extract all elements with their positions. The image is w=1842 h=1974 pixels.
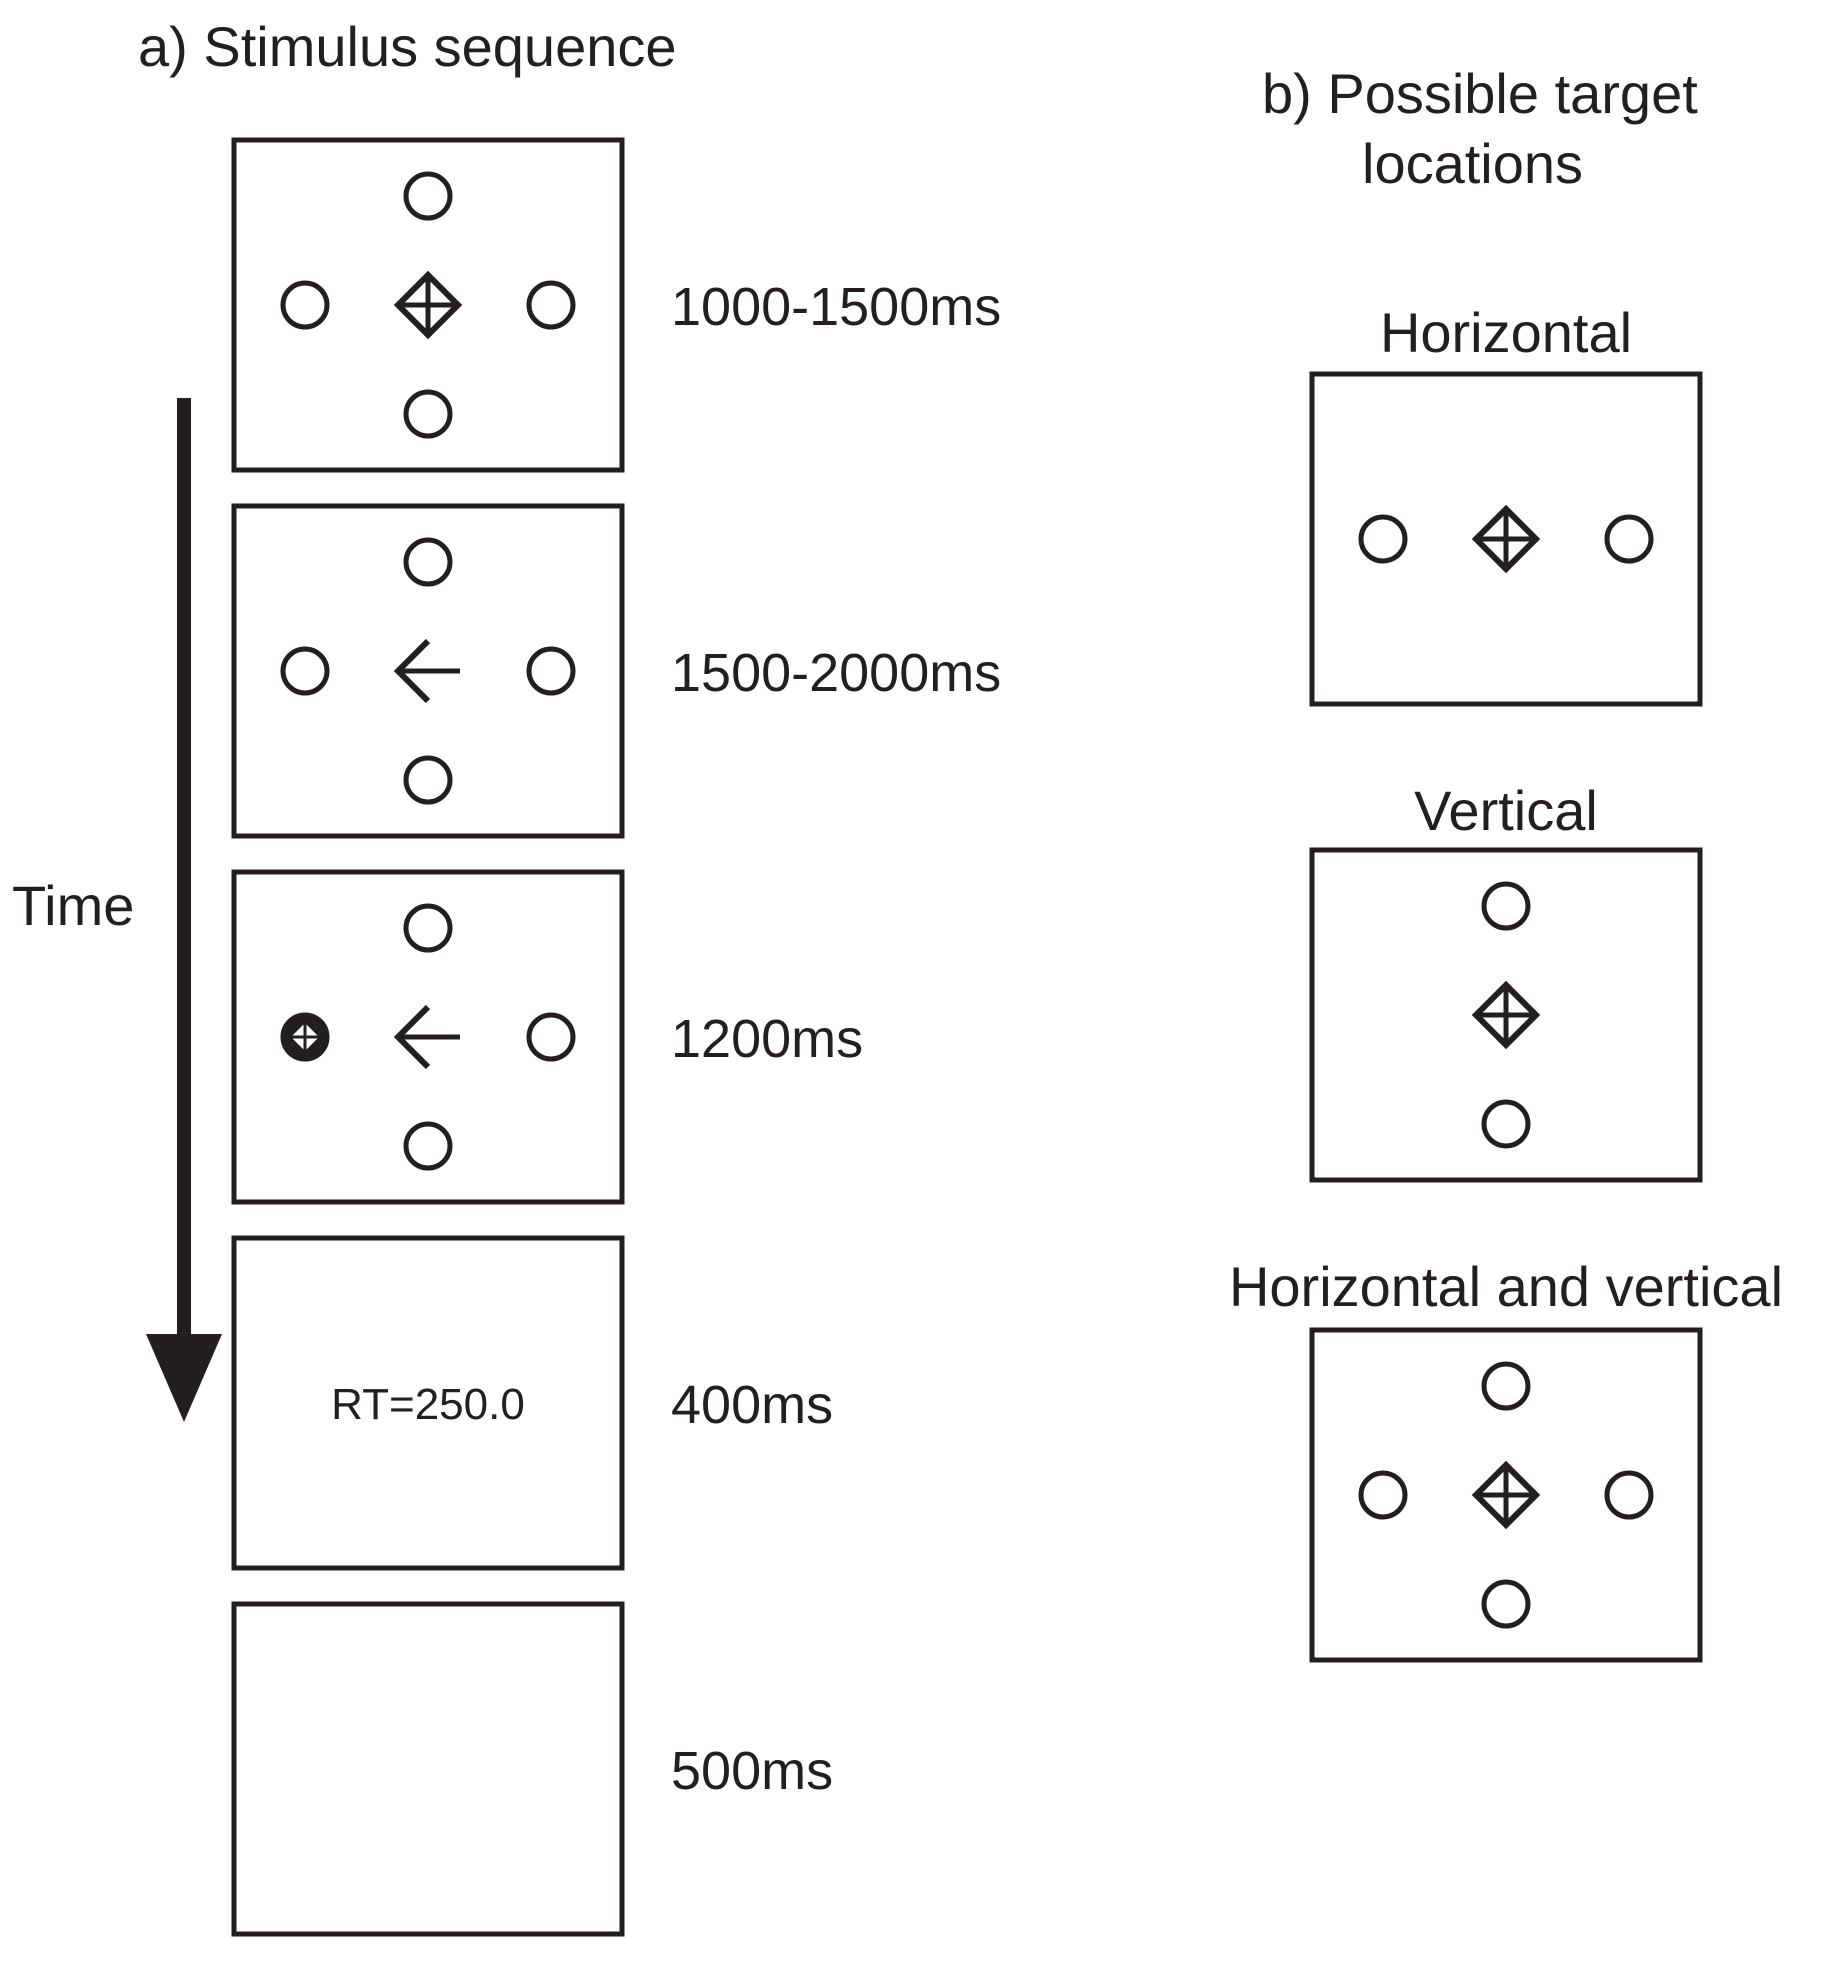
duration-label: 1500-2000ms xyxy=(671,643,1001,703)
location-frame-3: Horizontal and vertical xyxy=(1229,1255,1783,1663)
frame-border xyxy=(231,869,625,1205)
placeholder-circle-left xyxy=(1358,514,1408,564)
placeholder-circle-top xyxy=(1481,1361,1531,1411)
placeholder-circle-right xyxy=(526,1012,576,1062)
condition-label: Horizontal xyxy=(1380,301,1632,364)
panel-b-title-line2: locations xyxy=(1362,132,1583,195)
frame-border xyxy=(231,503,625,839)
location-frame-2: Vertical xyxy=(1309,779,1703,1183)
sequence-frame-4: RT=250.0 400ms xyxy=(231,1235,833,1571)
time-arrow-head xyxy=(146,1334,222,1422)
placeholder-circle-bottom xyxy=(403,755,453,805)
frame-border xyxy=(1309,847,1703,1183)
placeholder-circle-bottom xyxy=(1481,1099,1531,1149)
frame-border xyxy=(231,137,625,473)
sequence-frame-3: 1200ms xyxy=(231,869,863,1205)
placeholder-circle-right xyxy=(1604,1470,1654,1520)
condition-label: Horizontal and vertical xyxy=(1229,1255,1783,1318)
rt-feedback-text: RT=250.0 xyxy=(331,1380,525,1429)
frame-border xyxy=(1309,371,1703,707)
panel-a-title: a) Stimulus sequence xyxy=(138,15,677,78)
sequence-frame-5: 500ms xyxy=(231,1601,833,1937)
frame-border xyxy=(1309,1327,1703,1663)
placeholder-circle-top xyxy=(403,537,453,587)
location-frame-1: Horizontal xyxy=(1309,301,1703,707)
placeholder-circle-right xyxy=(526,280,576,330)
duration-label: 1200ms xyxy=(671,1009,863,1069)
panel-b-title-line1: b) Possible target xyxy=(1262,62,1698,125)
placeholder-circle-top xyxy=(403,171,453,221)
condition-label: Vertical xyxy=(1414,779,1598,842)
time-label: Time xyxy=(12,874,134,937)
placeholder-circle-left xyxy=(280,646,330,696)
frame-border xyxy=(231,1601,625,1937)
placeholder-circle-right xyxy=(1604,514,1654,564)
frame-border xyxy=(231,1235,625,1571)
duration-label: 500ms xyxy=(671,1741,833,1801)
placeholder-circle-bottom xyxy=(403,1121,453,1171)
sequence-frame-1: 1000-1500ms xyxy=(231,137,1001,473)
duration-label: 1000-1500ms xyxy=(671,277,1001,337)
placeholder-circle-bottom xyxy=(403,389,453,439)
time-arrow xyxy=(146,398,222,1422)
placeholder-circle-bottom xyxy=(1481,1579,1531,1629)
duration-label: 400ms xyxy=(671,1375,833,1435)
placeholder-circle-top xyxy=(1481,881,1531,931)
placeholder-circle-left xyxy=(1358,1470,1408,1520)
placeholder-circle-top xyxy=(403,903,453,953)
sequence-frame-2: 1500-2000ms xyxy=(231,503,1001,839)
placeholder-circle-left xyxy=(280,280,330,330)
placeholder-circle-right xyxy=(526,646,576,696)
